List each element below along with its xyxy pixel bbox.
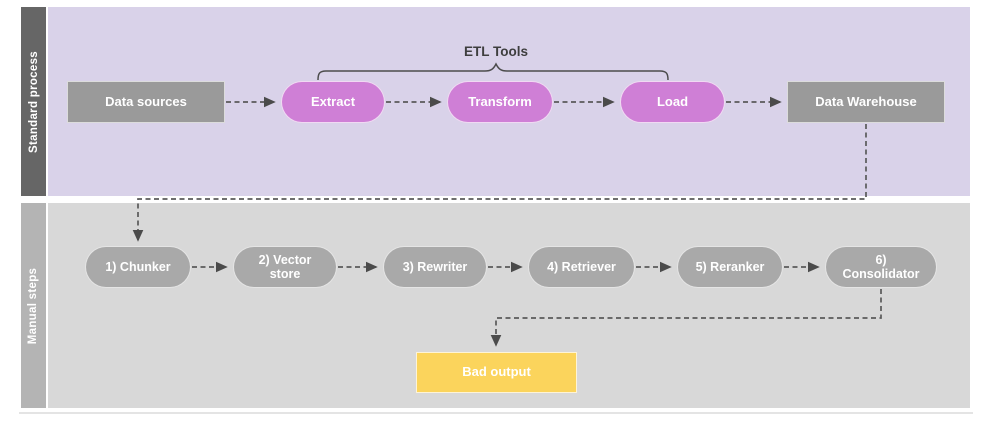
lane-standard-process-label: Standard process	[27, 50, 40, 153]
node-vector-store: 2) Vector store	[233, 246, 337, 288]
node-extract: Extract	[281, 81, 385, 123]
node-chunker: 1) Chunker	[85, 246, 191, 288]
lane-standard-process-strip: Standard process	[21, 7, 46, 196]
node-bad-output: Bad output	[416, 352, 577, 393]
node-consolidator: 6) Consolidator	[825, 246, 937, 288]
bottom-divider	[19, 412, 973, 414]
node-transform-label: Transform	[468, 93, 532, 109]
node-load: Load	[620, 81, 725, 123]
node-data-warehouse-label: Data Warehouse	[815, 93, 917, 109]
node-retriever-label: 4) Retriever	[547, 259, 616, 274]
node-rewriter: 3) Rewriter	[383, 246, 487, 288]
node-data-sources: Data sources	[67, 81, 225, 123]
node-data-sources-label: Data sources	[105, 93, 187, 109]
node-data-warehouse: Data Warehouse	[787, 81, 945, 123]
node-bad-output-label: Bad output	[462, 364, 531, 380]
node-transform: Transform	[447, 81, 553, 123]
node-vector-store-label: 2) Vector store	[258, 252, 312, 281]
node-reranker-label: 5) Reranker	[695, 259, 765, 274]
node-rewriter-label: 3) Rewriter	[402, 259, 468, 274]
etl-tools-label: ETL Tools	[464, 44, 528, 59]
node-retriever: 4) Retriever	[528, 246, 635, 288]
node-extract-label: Extract	[310, 93, 356, 109]
node-load-label: Load	[656, 93, 689, 109]
node-reranker: 5) Reranker	[677, 246, 783, 288]
lane-manual-steps-label: Manual steps	[27, 267, 40, 344]
node-consolidator-label: 6) Consolidator	[842, 252, 920, 281]
node-chunker-label: 1) Chunker	[105, 259, 171, 274]
lane-manual-steps-strip: Manual steps	[21, 203, 46, 408]
